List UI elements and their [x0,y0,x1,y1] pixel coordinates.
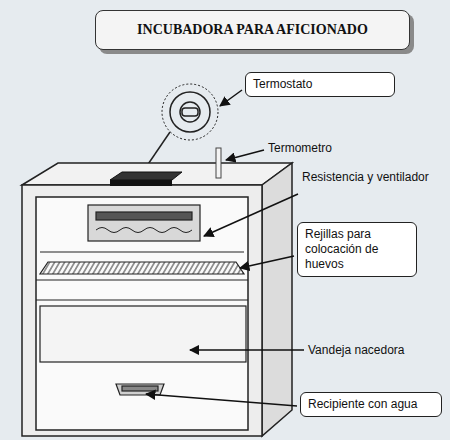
egg-rack [36,252,248,280]
leader-arrows [146,90,304,406]
thermometer [216,148,221,178]
part-label: Resistencia y ventilador [302,170,432,185]
callout-box: Termostato [245,72,395,97]
part-label: Termometro [268,141,418,156]
callout-text: Rejillas para colocación de huevos [305,227,409,272]
title-box: INCUBADORA PARA AFICIONADO [95,10,410,50]
thermostat-unit [110,172,182,180]
title-text: INCUBADORA PARA AFICIONADO [137,22,368,38]
callout-text: Termostato [253,77,387,92]
hatching-tray [40,306,246,362]
heater-fan [88,205,200,241]
callout-box: Rejillas para colocación de huevos [297,222,417,277]
thermostat-dial [162,84,218,140]
part-label: Vandeja nacedora [308,343,446,358]
callout-text: Recipiente con agua [308,397,434,412]
water-tray [116,384,164,395]
tray-rail [36,300,248,301]
callout-box: Recipiente con agua [300,392,442,417]
thermostat-unit-front [110,180,172,186]
